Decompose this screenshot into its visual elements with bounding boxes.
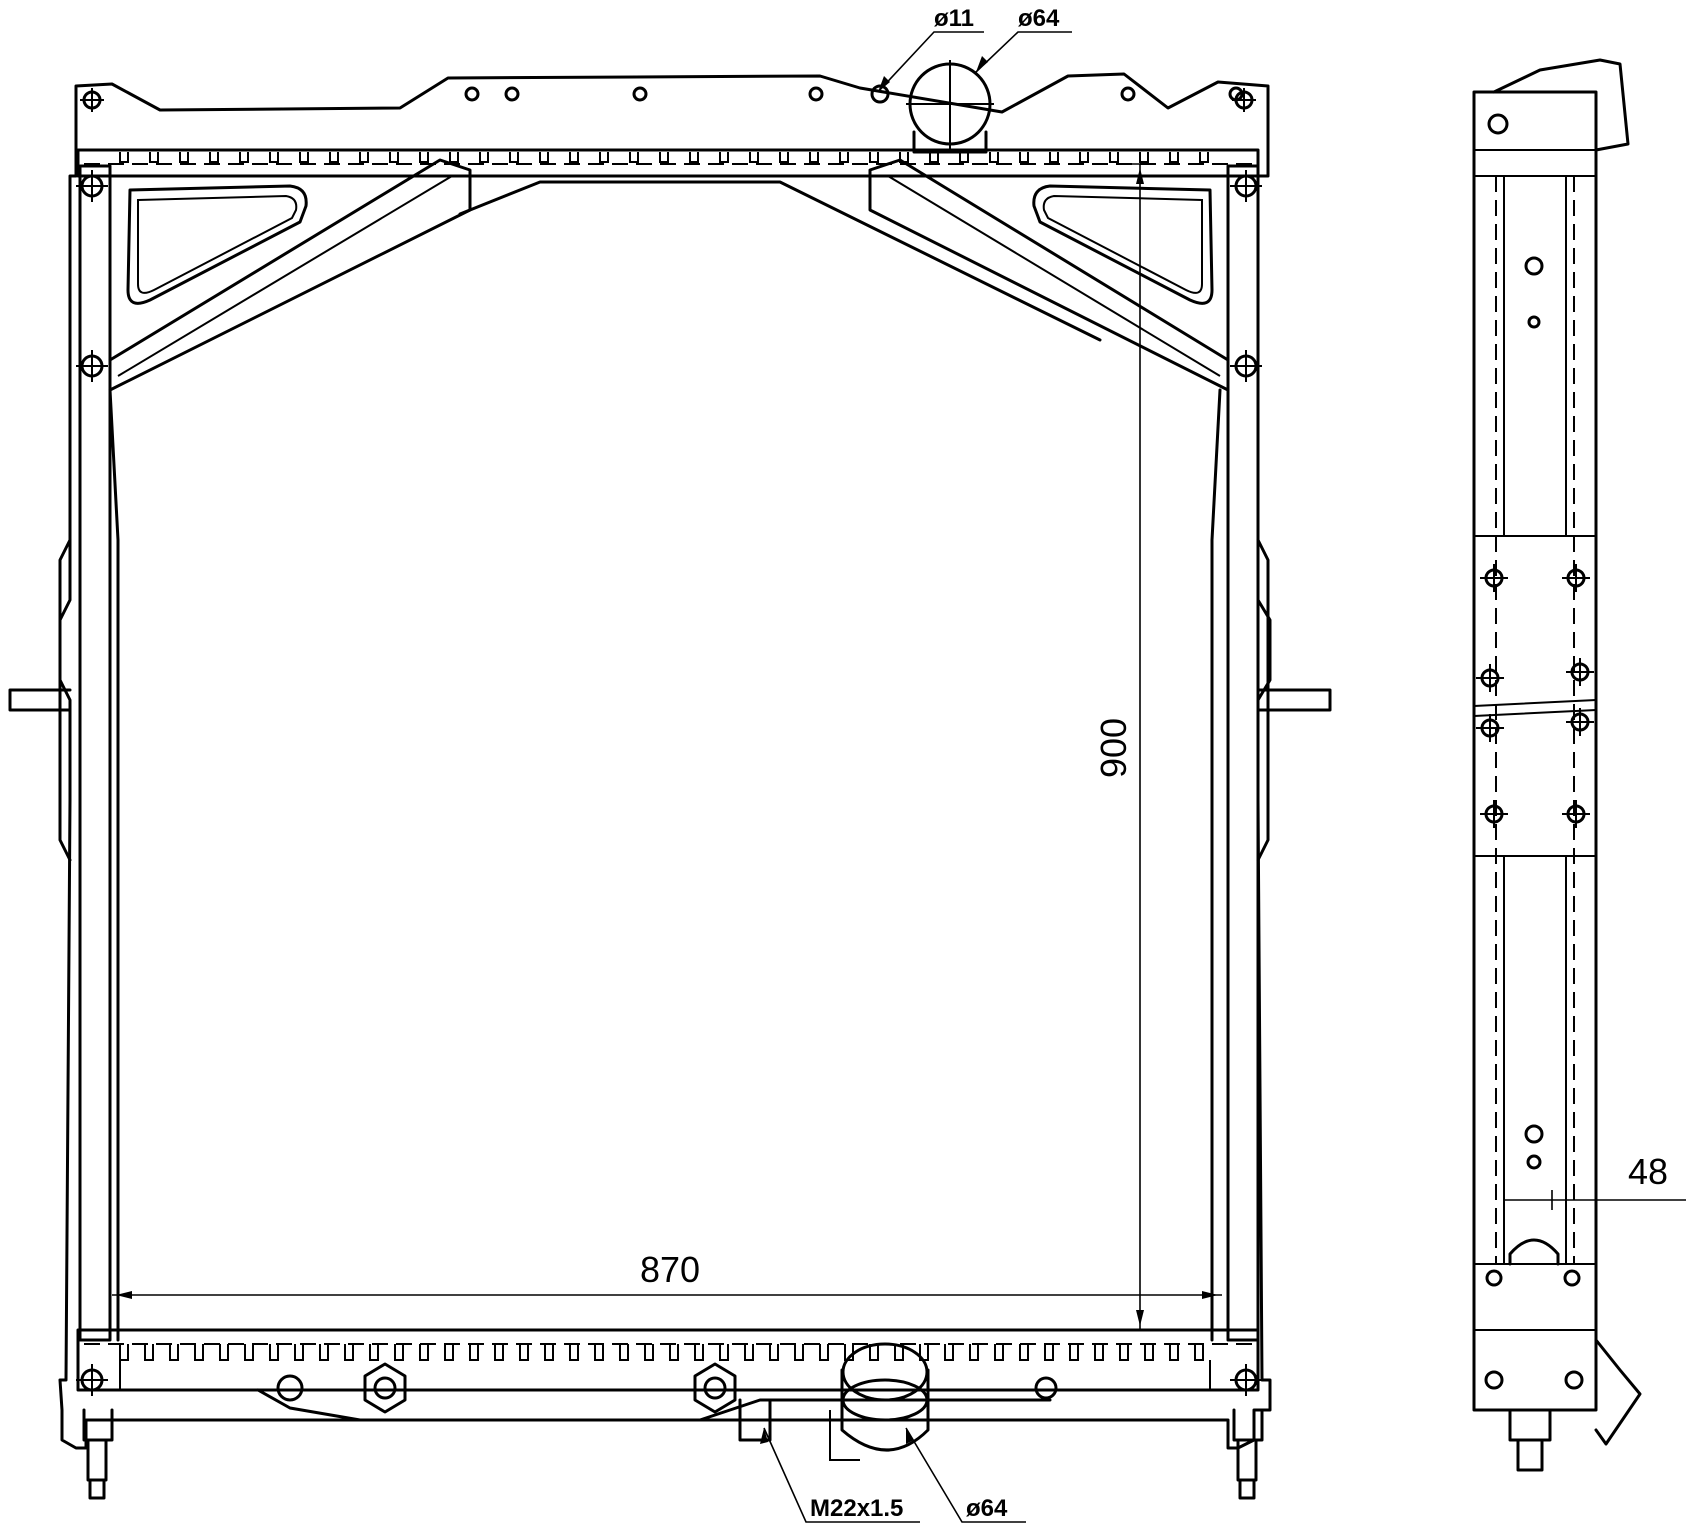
- left-mount-tab: [8, 538, 72, 862]
- left-tank: [78, 164, 112, 1342]
- top-header: [76, 148, 1260, 178]
- callout-bottom-port-label: ø64: [966, 1495, 1008, 1522]
- dimension-width-label: 870: [640, 1249, 700, 1290]
- callout-bottom-thread-label: M22x1.5: [810, 1495, 903, 1522]
- callout-top-port-label: ø64: [1018, 5, 1060, 32]
- bottom-header: [76, 1328, 1260, 1392]
- drain-boss: [276, 1374, 304, 1402]
- hex-nut-right: [693, 1362, 737, 1414]
- bolt-bottom-right: [1034, 1376, 1058, 1400]
- top-filler-neck: [906, 60, 994, 154]
- side-top-cap: [1492, 58, 1630, 152]
- left-window-cutout: [126, 184, 308, 305]
- hex-nut-left: [363, 1362, 407, 1414]
- callout-top-small-port: ø11: [877, 5, 984, 93]
- side-bolt-markers: [1476, 113, 1594, 1390]
- bolt-markers: [76, 86, 1262, 1396]
- callout-bottom-port: ø64: [905, 1427, 1026, 1523]
- side-lower-cup: [1508, 1238, 1560, 1266]
- side-outline: [1472, 90, 1598, 1412]
- bottom-tank: [256, 1388, 1052, 1422]
- dimension-height: 900: [1093, 163, 1150, 1330]
- callout-top-port: ø64: [975, 5, 1072, 73]
- right-mount-tab: [1256, 538, 1332, 862]
- right-diagonal-brace: [868, 158, 1230, 392]
- core-outline: [108, 388, 1222, 1342]
- dimension-depth: 48: [1503, 1151, 1686, 1210]
- vent-plug: [870, 84, 890, 104]
- right-tank: [1226, 164, 1260, 1342]
- right-mount-pin: [1232, 1408, 1264, 1500]
- front-view: [8, 60, 1332, 1500]
- bottom-outlet-pipe: [829, 1342, 930, 1461]
- inner-header-arch: [458, 180, 1102, 342]
- dimension-depth-label: 48: [1628, 1151, 1668, 1192]
- right-window-cutout: [1032, 184, 1214, 305]
- side-mount-pin: [1508, 1408, 1552, 1472]
- left-diagonal-brace: [108, 158, 472, 392]
- left-mount-pin: [82, 1408, 114, 1500]
- drain-plug: [738, 1398, 772, 1442]
- callout-top-small-port-label: ø11: [934, 5, 974, 32]
- side-bottom-outlet: [1594, 1338, 1642, 1446]
- side-view: [1472, 58, 1642, 1472]
- frame-outline: [58, 72, 1272, 1450]
- callout-bottom-thread: M22x1.5: [760, 1427, 920, 1523]
- dimension-width: 870: [112, 1249, 1222, 1299]
- dimension-height-label: 900: [1093, 718, 1134, 778]
